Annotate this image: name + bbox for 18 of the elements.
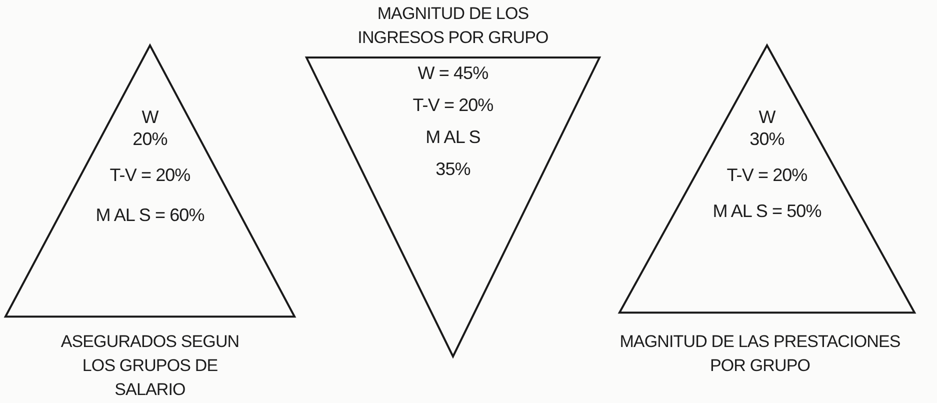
triangle-caption: ASEGURADOS SEGUN LOS GRUPOS DE SALARIO (60, 331, 240, 401)
percentage-text: 35% (436, 158, 470, 180)
percentage-text: W (758, 106, 776, 128)
percentage-text: 20% (132, 128, 168, 150)
percentage-text: 30% (750, 128, 784, 150)
inverted-triangle-shape (305, 56, 601, 358)
percentage-text: T-V = 20% (726, 164, 808, 186)
percentage-text: W = 45% (418, 62, 488, 84)
percentage-text: T-V = 20% (110, 164, 190, 186)
triangle-shape (618, 44, 916, 314)
percentage-text: M AL S = 50% (712, 200, 822, 222)
percentage-text: M AL S = 60% (96, 204, 204, 226)
percentage-text: T-V = 20% (412, 94, 494, 116)
percentage-text: W (142, 106, 158, 128)
triangle-caption: MAGNITUD DE LOS INGRESOS POR GRUPO (356, 3, 550, 49)
percentage-text: M AL S (426, 126, 480, 148)
triangle-caption: MAGNITUD DE LAS PRESTACIONES POR GRUPO (618, 331, 902, 377)
triangle-shape (4, 44, 296, 318)
